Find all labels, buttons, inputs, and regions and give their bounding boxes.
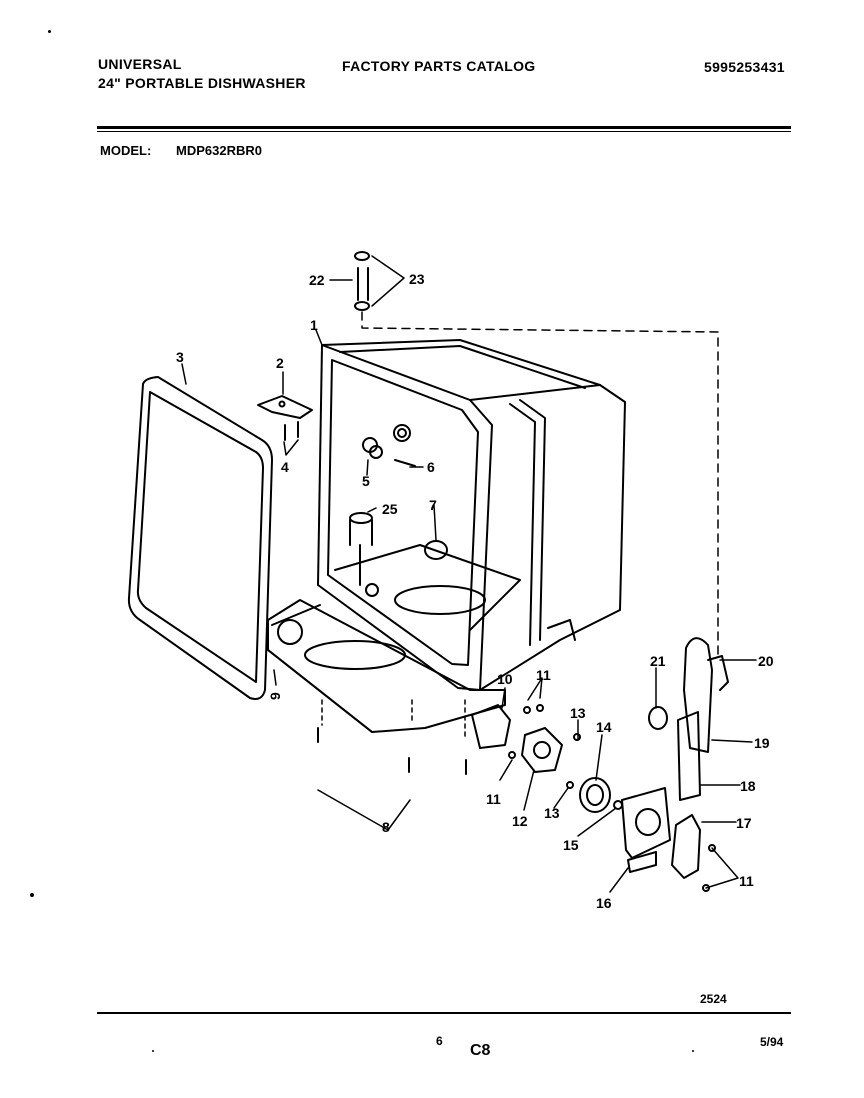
motor-mount-plate (621, 787, 671, 873)
leader-dashed-hose (361, 311, 719, 656)
callout-17: 17 (736, 815, 752, 831)
scan-speck (152, 1050, 154, 1052)
hose-and-clamps (354, 251, 370, 311)
callout-20: 20 (758, 653, 774, 669)
scan-speck (30, 893, 34, 897)
callout-4: 4 (281, 459, 289, 475)
callout-11b: 11 (486, 791, 501, 807)
page-number: 6 (436, 1034, 443, 1048)
door-gasket (127, 376, 273, 700)
base-plate (267, 599, 506, 733)
callout-13a: 13 (570, 705, 586, 721)
callout-22: 22 (309, 272, 325, 288)
callout-21: 21 (650, 653, 666, 669)
product-name: 24" PORTABLE DISHWASHER (98, 75, 306, 91)
model-label: MODEL: (100, 143, 152, 158)
callout-14: 14 (596, 719, 612, 735)
footer-rule (97, 1012, 791, 1014)
scan-speck (692, 1050, 694, 1052)
vent-and-hose-parts (648, 637, 729, 892)
callout-13b: 13 (544, 805, 560, 821)
callout-25: 25 (382, 501, 398, 517)
callout-10: 10 (497, 671, 513, 687)
callout-5: 5 (362, 473, 370, 489)
callout-19: 19 (754, 735, 770, 751)
scan-speck (48, 30, 51, 33)
header-rule-thick (97, 126, 791, 129)
revision-date: 5/94 (760, 1035, 784, 1049)
brand-name: UNIVERSAL (98, 56, 182, 72)
callout-12: 12 (512, 813, 528, 829)
hinge-bracket (257, 395, 313, 441)
callout-16: 16 (596, 895, 612, 911)
model-number: MDP632RBR0 (176, 143, 262, 158)
leader-dashed-screws (321, 699, 466, 741)
callout-2: 2 (276, 355, 284, 371)
callout-23: 23 (409, 271, 425, 287)
section-code: C8 (470, 1042, 491, 1059)
callout-1: 1 (310, 317, 318, 333)
callout-11a: 11 (536, 667, 551, 683)
callout-11c: 11 (739, 873, 754, 889)
callout-7: 7 (429, 497, 437, 513)
callout-8: 8 (382, 819, 390, 835)
drawing-number: 2524 (700, 992, 727, 1006)
callout-3: 3 (176, 349, 184, 365)
header-rule-thin (97, 131, 791, 132)
callout-9: 9 (267, 692, 283, 700)
callout-6: 6 (427, 459, 435, 475)
catalog-title: FACTORY PARTS CATALOG (342, 58, 536, 74)
callout-18: 18 (740, 778, 756, 794)
pump-motor-assembly (471, 704, 623, 813)
callout-15: 15 (563, 837, 579, 853)
catalog-number: 5995253431 (704, 59, 785, 75)
callout-leaders (181, 255, 757, 893)
tub-assembly (304, 339, 626, 691)
callout-labels: 1 2 3 4 5 6 7 8 9 10 11 11 11 12 13 13 1… (176, 271, 774, 911)
